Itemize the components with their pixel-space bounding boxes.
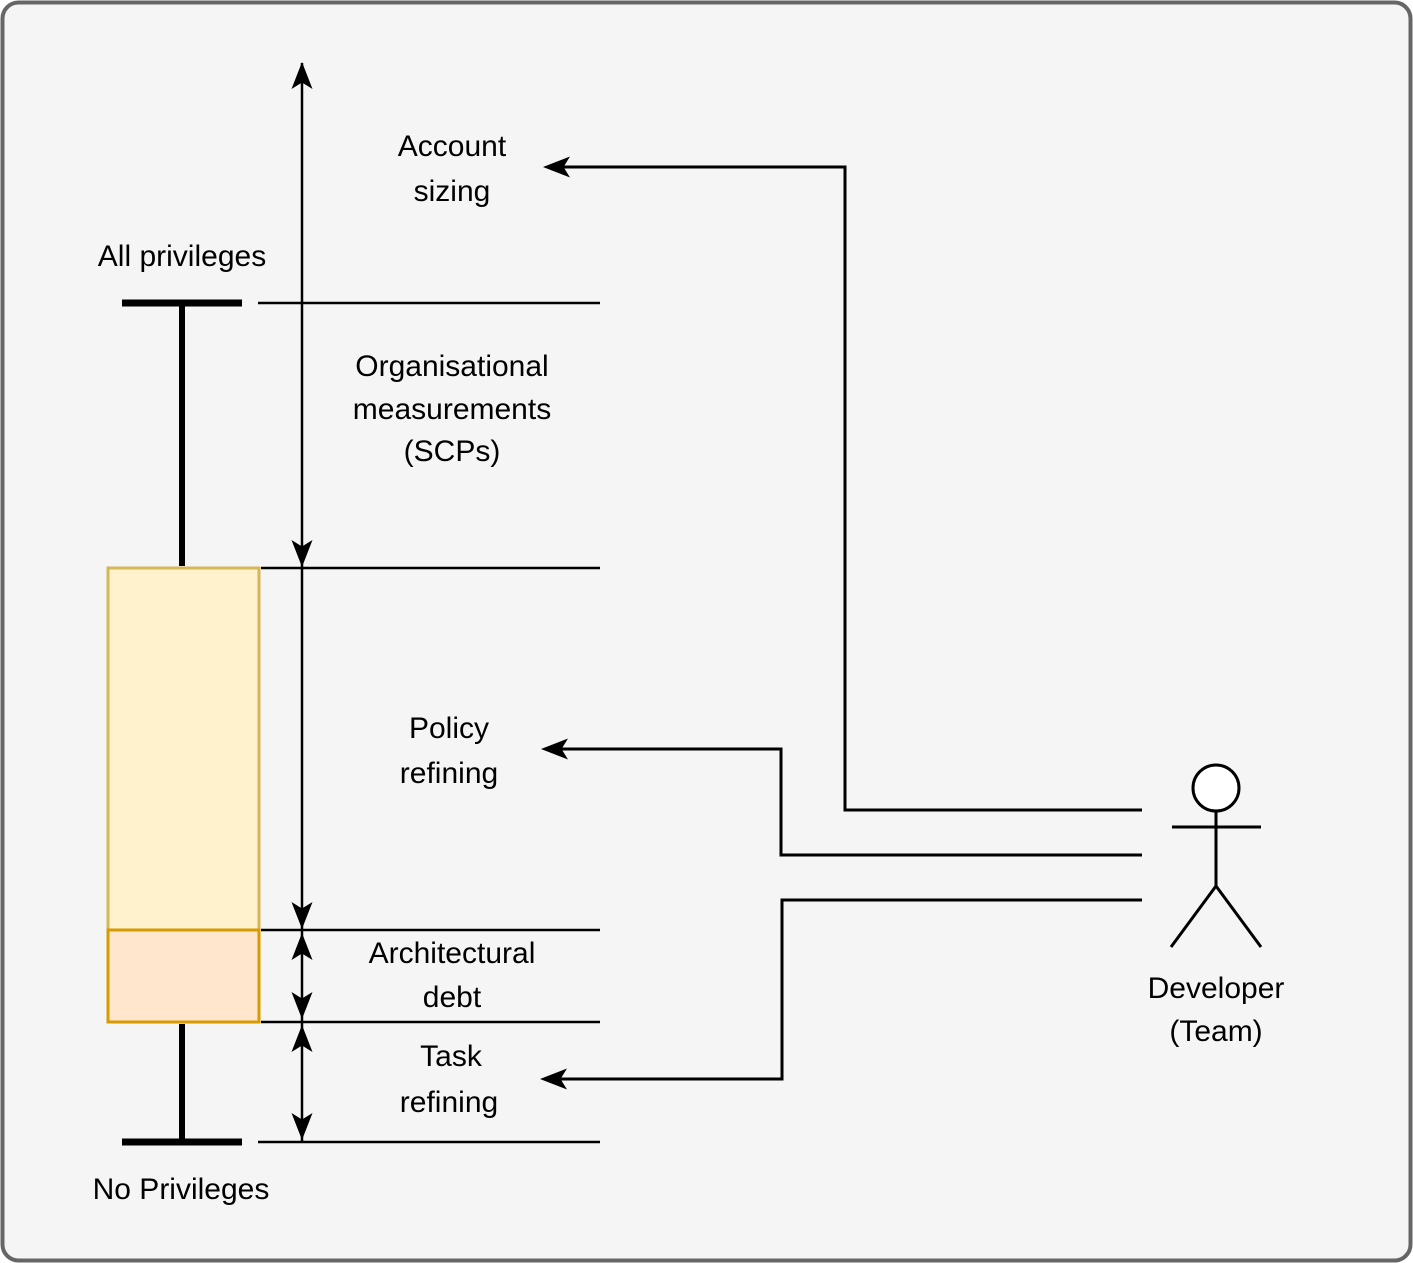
- actor-head: [1191, 763, 1241, 813]
- label-task-refining-line-2: refining: [400, 1086, 498, 1119]
- developer-connectors: [544, 165, 1142, 1081]
- arrow-left-account-sizing-icon: [543, 156, 570, 178]
- axis-arrow-down-debt-icon: [291, 992, 313, 1019]
- axis-arrowheads: [291, 62, 313, 1140]
- actor-leg-left: [1169, 885, 1218, 948]
- connector-policy-refining: [545, 747, 1142, 857]
- axis-arrow-up-top-icon: [291, 62, 313, 89]
- label-architectural-debt-line-2: debt: [423, 981, 482, 1014]
- connector-account-sizing: [547, 165, 1142, 812]
- label-account-sizing-line-1: Account: [398, 130, 507, 163]
- axis-arrow-up-debt-icon: [291, 933, 313, 960]
- label-policy-refining-line-1: Policy: [409, 712, 489, 745]
- label-no-privileges: No Privileges: [93, 1173, 270, 1206]
- label-organisational-measurements-line-2: measurements: [353, 393, 551, 426]
- label-developer-line-2: (Team): [1169, 1015, 1262, 1048]
- label-organisational-measurements-line-3: (SCPs): [404, 435, 501, 468]
- label-policy-refining-line-2: refining: [400, 757, 498, 790]
- label-organisational-measurements-line-1: Organisational: [355, 350, 548, 383]
- actor-leg-right: [1214, 885, 1263, 948]
- connector-arrowheads: [540, 156, 570, 1090]
- label-all-privileges: All privileges: [98, 240, 266, 273]
- label-account-sizing-line-2: sizing: [414, 175, 491, 208]
- axis-arrow-up-task-icon: [291, 1025, 313, 1052]
- developer-actor: [1169, 763, 1263, 948]
- label-architectural-debt-line-1: Architectural: [369, 937, 536, 970]
- connector-task-refining: [544, 898, 1142, 1081]
- policy-range-box: [106, 566, 261, 932]
- axis-arrow-down-scp-icon: [291, 540, 313, 567]
- arrow-left-task-refining-icon: [540, 1068, 567, 1090]
- architectural-debt-box: [106, 928, 261, 1024]
- arrow-left-policy-refining-icon: [541, 738, 568, 760]
- axis-arrow-down-policy-icon: [291, 902, 313, 929]
- axis-arrow-down-bottom-icon: [291, 1113, 313, 1140]
- diagram-strokes: [122, 63, 600, 1146]
- label-task-refining-line-1: Task: [420, 1040, 483, 1073]
- label-developer-line-1: Developer: [1148, 972, 1285, 1005]
